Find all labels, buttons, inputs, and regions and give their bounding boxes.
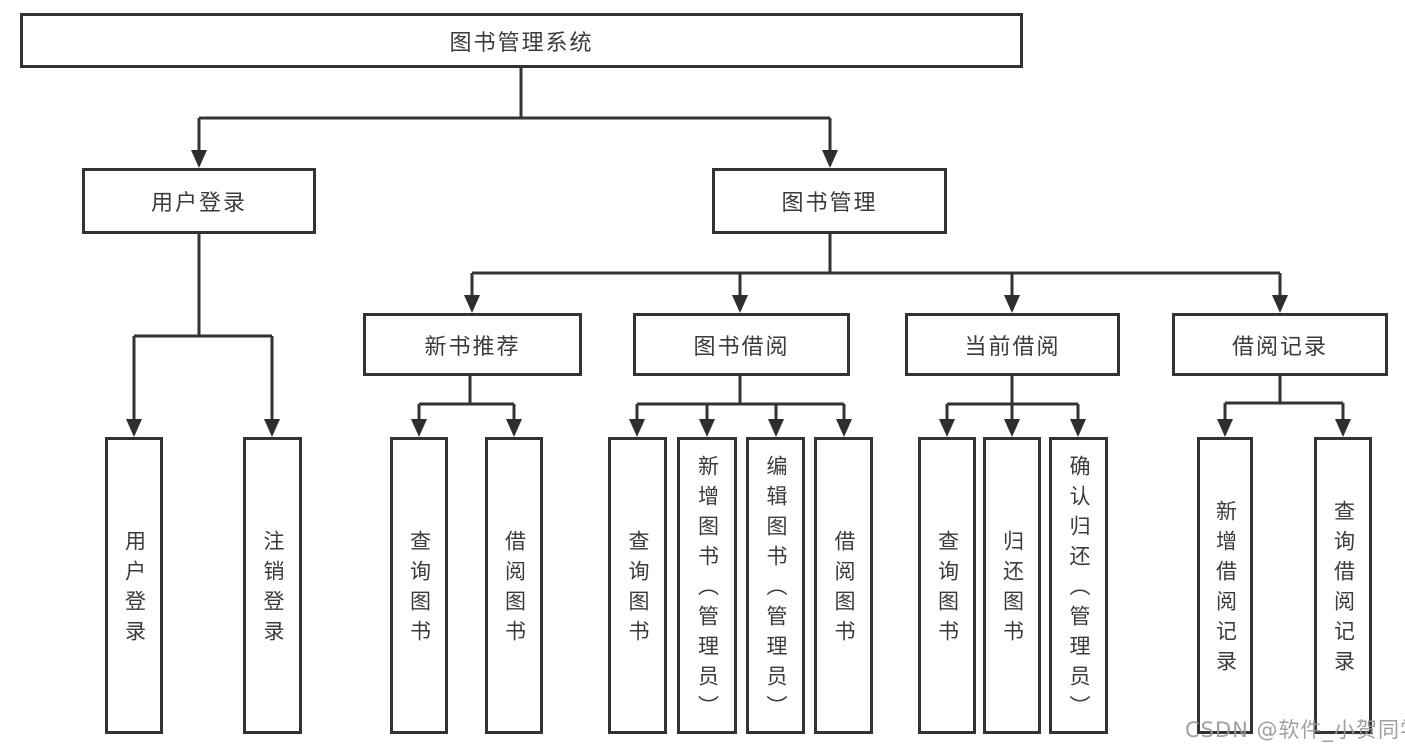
arrowhead-icon [191,150,207,168]
leaf-label: 用户登录 [122,530,147,650]
arrowhead-icon [939,419,955,437]
node-label: 图书借阅 [693,334,790,360]
connector-bookborrow-to-leaves [635,376,846,421]
node-book-management: 图书管理 [712,168,947,234]
arrowhead-icon [1217,419,1233,437]
leaf-query-borrow-record: 查询借阅记录 [1314,437,1372,734]
leaf-query-books-borrow: 查询图书 [608,437,667,734]
node-label: 用户登录 [150,191,247,216]
leaf-label: 查询借阅记录 [1331,500,1356,680]
connector-userlogin-to-leaves [132,234,274,421]
node-book-borrow: 图书借阅 [633,313,850,376]
node-label: 图书管理 [781,191,878,216]
leaf-label: 查询图书 [626,530,650,650]
leaf-confirm-return-admin: 确认归还（管理员） [1049,437,1108,734]
leaf-label: 注销登录 [261,530,285,650]
csdn-watermark: CSDN @软件_小贺同学 [1185,718,1405,742]
arrowhead-icon [1335,419,1351,437]
arrowhead-icon [732,295,748,313]
leaf-label: 查询图书 [935,530,960,650]
leaf-edit-book-admin: 编辑图书（管理员） [746,437,805,734]
arrowhead-icon [464,295,480,313]
leaf-label: 查询图书 [407,530,432,650]
node-user-login: 用户登录 [82,168,316,234]
arrowhead-icon [1004,295,1020,313]
connector-bookmgmt-to-level3 [470,234,1282,297]
arrowhead-icon [411,419,427,437]
node-new-book-recommend: 新书推荐 [363,313,582,376]
arrowhead-icon [836,419,852,437]
leaf-borrow-books-newbook: 借阅图书 [485,437,543,734]
leaf-label: 归还图书 [1000,530,1025,650]
leaf-return-books: 归还图书 [983,437,1041,734]
connector-root-to-level2 [197,68,832,152]
leaf-query-books-newbook: 查询图书 [390,437,448,734]
leaf-label: 借阅图书 [832,530,856,650]
arrowhead-icon [1070,419,1086,437]
arrowhead-icon [768,419,784,437]
arrowhead-icon [629,419,645,437]
arrowhead-icon [822,150,838,168]
arrowhead-icon [699,419,715,437]
leaf-user-login: 用户登录 [105,437,163,734]
leaf-label: 新增借阅记录 [1213,500,1238,680]
node-current-borrow: 当前借阅 [905,313,1120,376]
leaf-query-books-current: 查询图书 [918,437,976,734]
arrowhead-icon [1004,419,1020,437]
arrowhead-icon [126,419,142,437]
node-label: 新书推荐 [424,334,521,360]
connector-borrowrecords-to-leaves [1223,376,1345,421]
arrowhead-icon [1272,295,1288,313]
leaf-borrow-books-borrow: 借阅图书 [814,437,873,734]
node-label: 图书管理系统 [449,30,594,56]
leaf-label: 确认归还（管理员） [1067,455,1091,725]
node-library-management-system: 图书管理系统 [20,13,1023,68]
leaf-logout-login: 注销登录 [243,437,302,734]
arrowhead-icon [264,419,280,437]
arrowhead-icon [506,419,522,437]
leaf-add-borrow-record: 新增借阅记录 [1197,437,1253,734]
node-borrow-records: 借阅记录 [1172,313,1388,376]
node-label: 借阅记录 [1231,334,1328,360]
node-label: 当前借阅 [964,334,1061,360]
leaf-add-book-admin: 新增图书（管理员） [677,437,737,734]
connector-newbook-to-leaves [417,376,516,421]
leaf-label: 借阅图书 [502,530,527,650]
connector-currentborrow-to-leaves [945,376,1080,421]
leaf-label: 编辑图书（管理员） [764,455,788,725]
leaf-label: 新增图书（管理员） [695,455,720,725]
